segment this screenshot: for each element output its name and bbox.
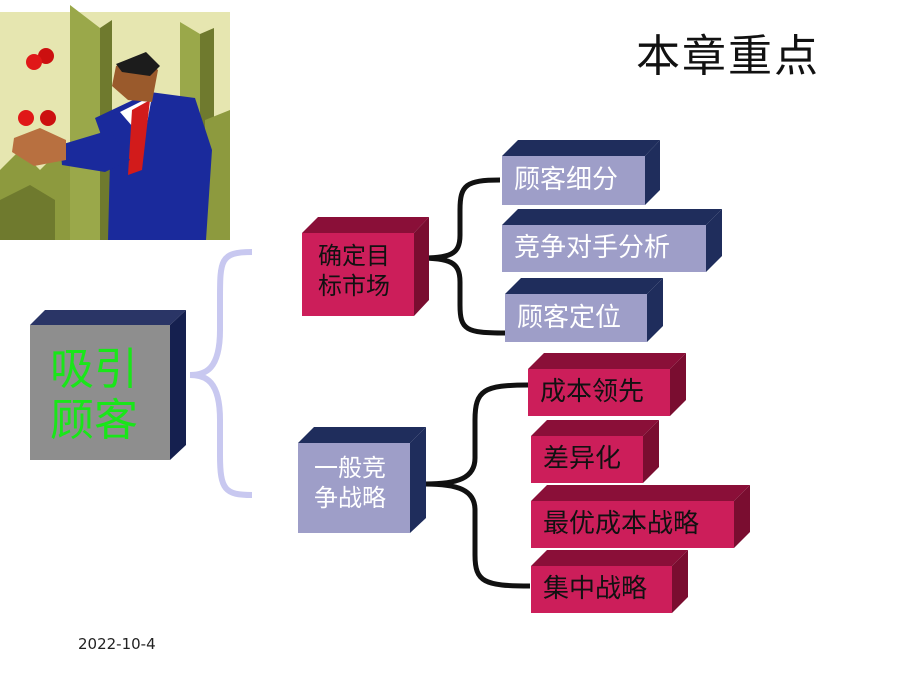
branch-label-line2: 争战略 — [314, 484, 386, 512]
branch-node-target-market: 确定目 标市场 — [302, 233, 414, 316]
leaf-node: 竞争对手分析 — [502, 225, 706, 272]
leaf-node: 差异化 — [531, 436, 643, 483]
branch-node-strategy: 一般竞 争战略 — [298, 443, 410, 533]
leaf-node: 集中战略 — [531, 566, 672, 613]
branch-label-line2: 标市场 — [318, 272, 390, 300]
juggling-businessman-clipart — [0, 5, 230, 240]
branch-label-line1: 一般竞 — [314, 454, 386, 482]
slide-date: 2022-10-4 — [78, 635, 156, 653]
root-label-line2: 顾客 — [50, 394, 138, 446]
box-3d-sides — [30, 140, 750, 613]
leaf-node: 成本领先 — [528, 369, 670, 416]
root-node: 吸引 顾客 — [30, 325, 170, 460]
root-label-line1: 吸引 — [50, 344, 138, 395]
bracket-strategy — [424, 382, 531, 589]
page-title: 本章重点 — [636, 31, 820, 82]
leaf-node: 最优成本战略 — [531, 501, 734, 548]
branch-label-line1: 确定目 — [318, 242, 390, 270]
leaf-node: 顾客细分 — [502, 156, 645, 205]
bracket-target-market — [417, 177, 506, 336]
root-bracket — [189, 249, 253, 498]
leaf-node: 顾客定位 — [505, 294, 647, 342]
